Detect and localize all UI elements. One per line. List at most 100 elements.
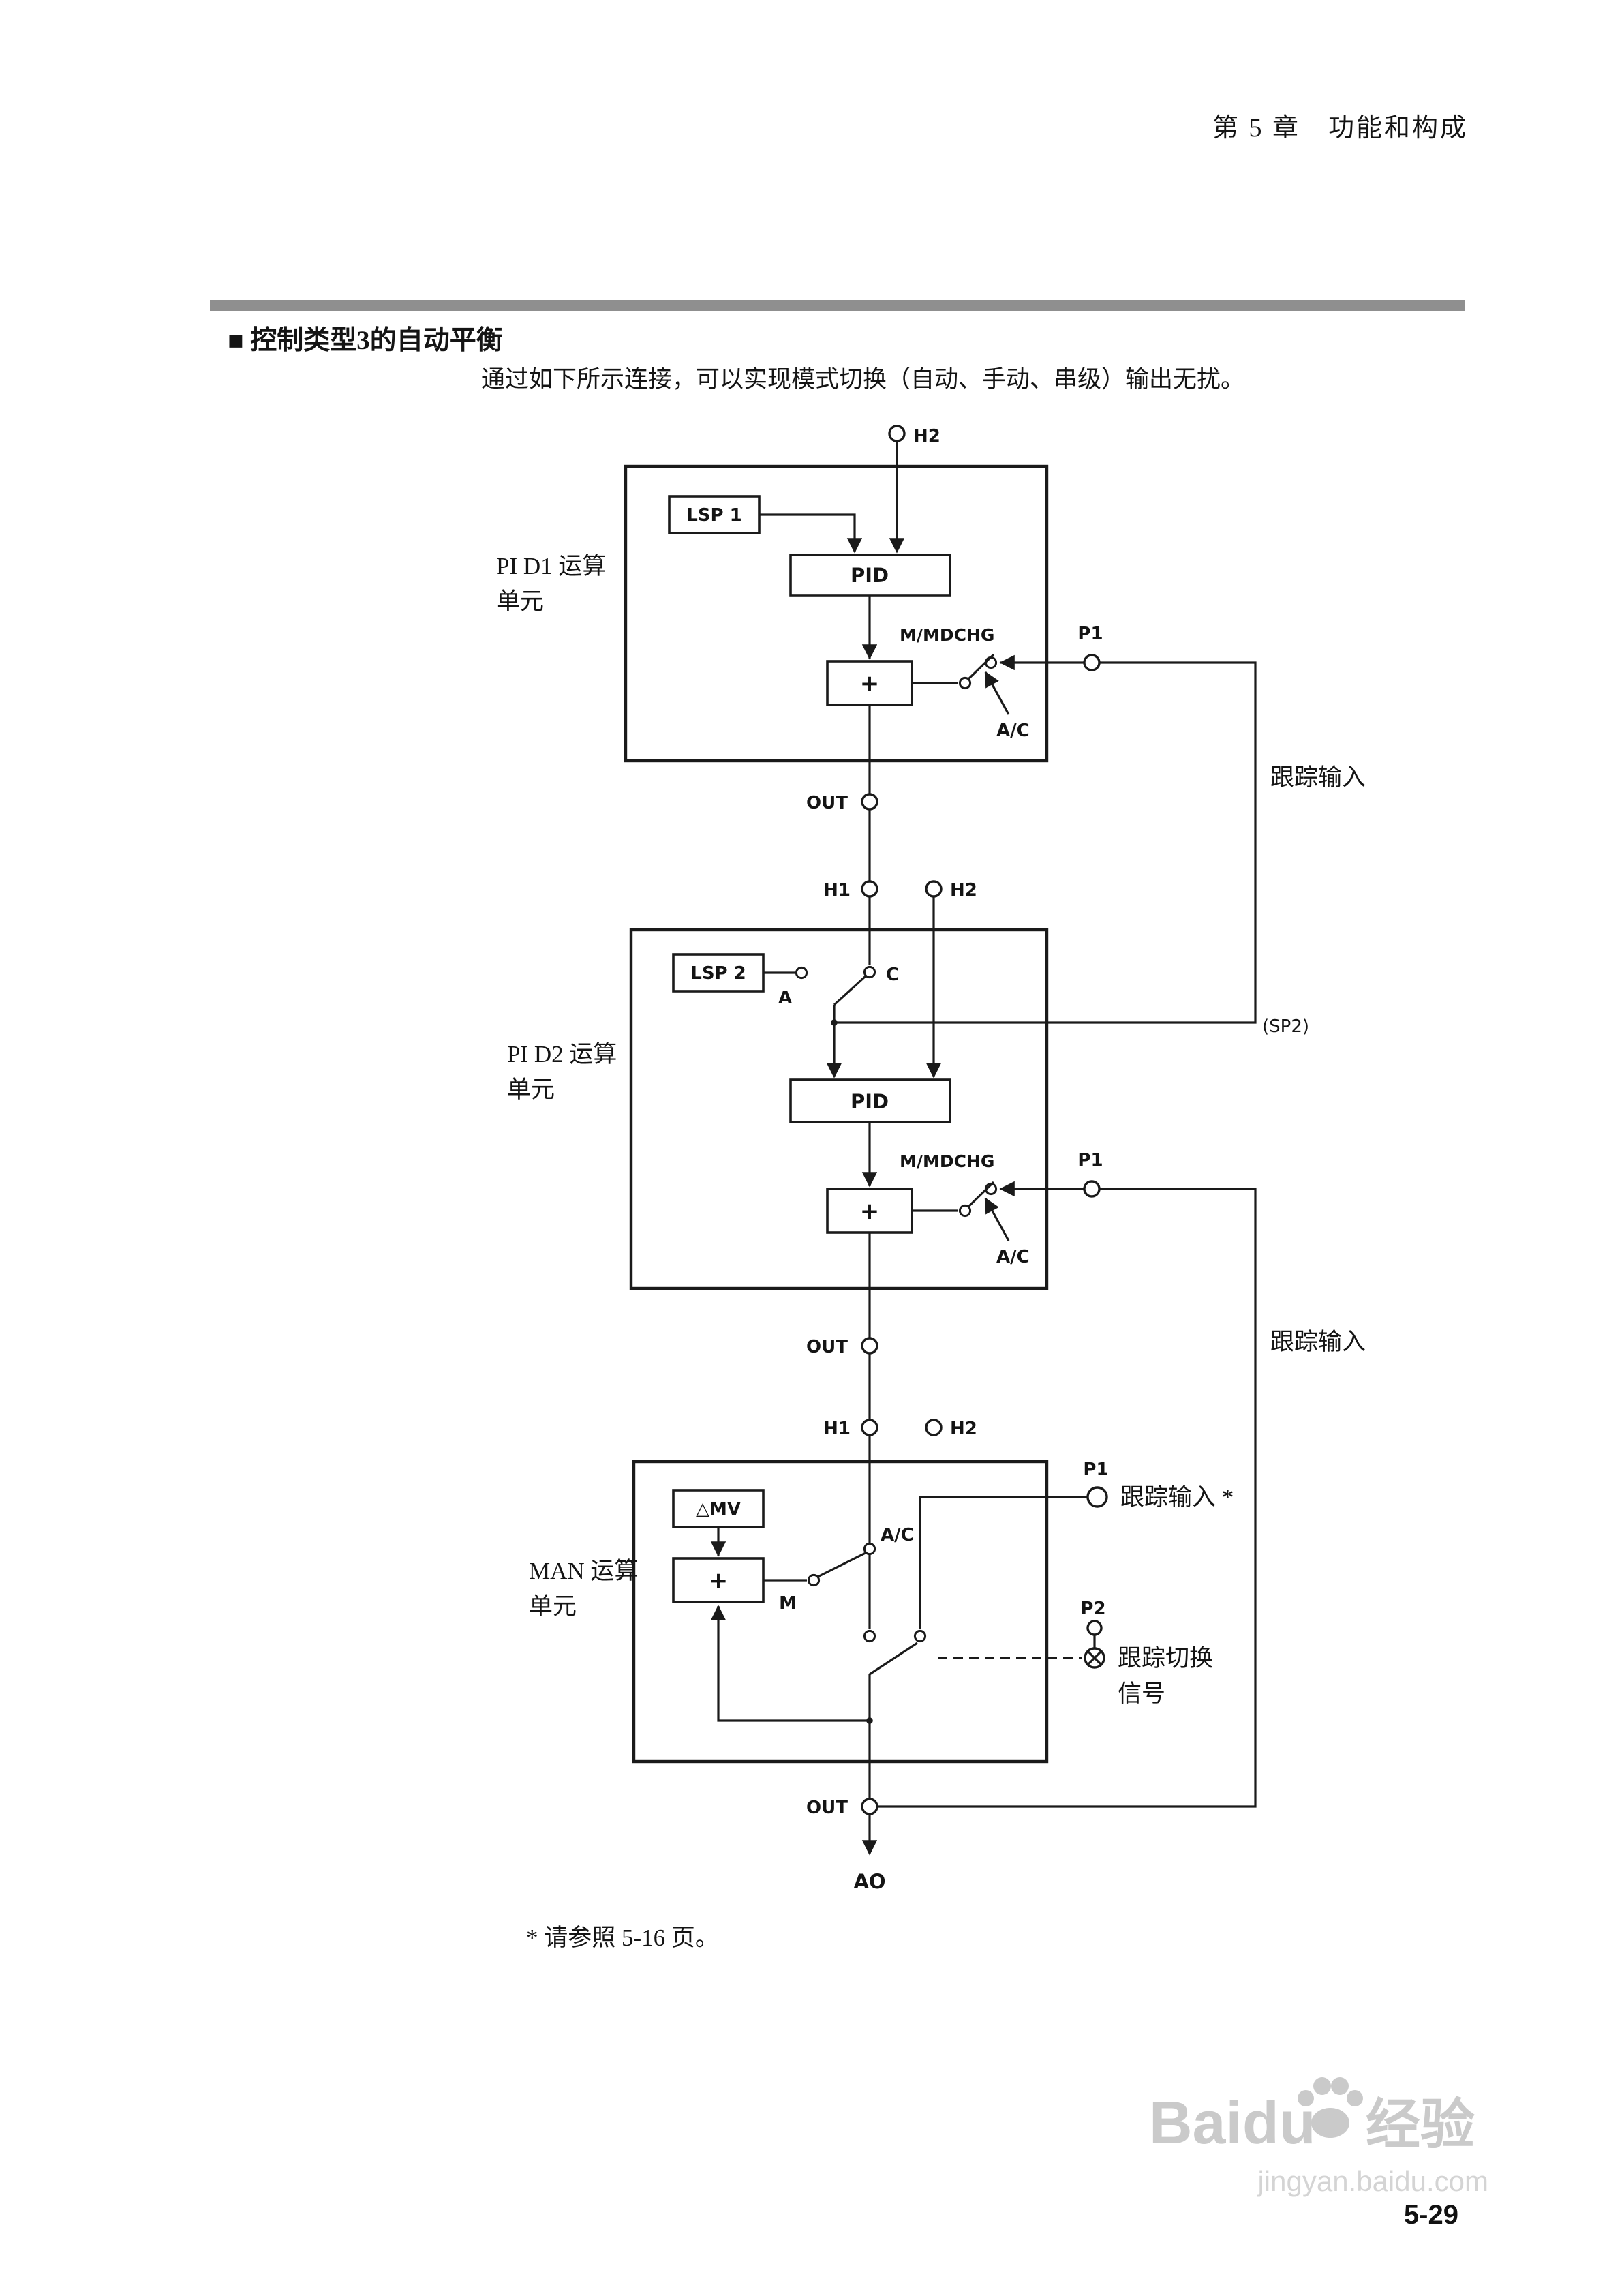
pid2-mdchg-label: M/MDCHG xyxy=(900,1151,994,1171)
pid2-contact-c-label: C xyxy=(886,965,899,985)
pid2-ac-pointer xyxy=(984,1197,1010,1241)
man-unit-label-1: MAN 运算 xyxy=(529,1558,638,1584)
pid2-pid-label: PID xyxy=(851,1090,889,1113)
pid1-ac-label: A/C xyxy=(996,721,1030,741)
track-input-label-1: 跟踪输入 xyxy=(1270,764,1366,791)
pid2-out-terminal: OUT xyxy=(806,1337,878,1357)
section-title: ■ 控制类型3的自动平衡 xyxy=(228,326,503,355)
watermark-url: jingyan.baidu.com xyxy=(1256,2165,1488,2197)
pid2-lsp-box xyxy=(672,953,765,993)
ao-terminal-label: AO xyxy=(853,1870,885,1893)
pid2-switch-arm xyxy=(833,975,867,1006)
pid1-wire-lsp-to-pid xyxy=(759,513,863,554)
man-dmv-block: △MV xyxy=(672,1489,765,1528)
pid2-p1-label: P1 xyxy=(1077,1150,1103,1170)
pid1-sum-box xyxy=(826,660,913,706)
h1-low-circle xyxy=(861,1419,878,1436)
sp2-label: (SP2) xyxy=(1262,1016,1309,1037)
pid2-p1-circle xyxy=(1083,1180,1101,1198)
section-divider-bar xyxy=(210,300,1465,311)
pid2-pid-block: PID xyxy=(789,1078,951,1123)
man-out-terminal: OUT xyxy=(806,1798,878,1818)
pid2-unit-label-2: 单元 xyxy=(507,1076,555,1103)
pid2-unit: PI D2 运算 单元 LSP 2 A C PID + M/MDCHG xyxy=(507,896,1103,1357)
pid1-pid-block: PID xyxy=(789,554,951,597)
pid1-ac-pointer xyxy=(984,671,1010,715)
pid1-sum-block: + xyxy=(826,660,913,706)
pid2-contact-a-label: A xyxy=(778,988,792,1008)
pid2-out-circle xyxy=(861,1337,878,1355)
h2-mid-label: H2 xyxy=(950,880,977,901)
footnote: * 请参照 5-16 页。 xyxy=(526,1924,719,1951)
man-wire-p1-track xyxy=(919,1496,1087,1629)
man-track-switch-arm xyxy=(869,1642,918,1676)
pid1-switch-contact-lower xyxy=(958,676,972,690)
pid1-switch-arm xyxy=(966,653,995,681)
man-p1-note: 跟踪输入 * xyxy=(1120,1484,1234,1511)
pid1-p1-terminal: P1 xyxy=(1077,624,1103,671)
page-header: 第 5 章 功能和构成 xyxy=(1212,114,1468,142)
pid1-pid-box xyxy=(789,554,951,597)
man-unit-box xyxy=(632,1460,1049,1764)
pid1-mode-switch xyxy=(912,653,998,690)
h2-mid-terminal: H2 xyxy=(925,880,977,901)
man-dmv-box xyxy=(672,1489,765,1528)
man-track-contact-track xyxy=(913,1629,927,1643)
h1-low-label: H1 xyxy=(823,1419,851,1439)
watermark-brand-cn: 经验 xyxy=(1366,2096,1475,2156)
pid2-sum-label: + xyxy=(860,1198,880,1225)
man-dmv-label: △MV xyxy=(696,1499,741,1520)
tracking-line-2 xyxy=(877,1188,1257,1808)
pid2-lsp-block: LSP 2 xyxy=(672,953,765,993)
man-track-contact-main xyxy=(863,1629,876,1643)
man-sum-block: + xyxy=(672,1557,765,1603)
man-p2-circle xyxy=(1086,1620,1103,1636)
h1-low-terminal: H1 xyxy=(823,1419,878,1439)
man-p1-terminal: P1 xyxy=(1083,1460,1109,1508)
man-p2-label: P2 xyxy=(1080,1599,1105,1619)
man-out-label: OUT xyxy=(806,1798,848,1818)
pid1-switch-contact-upper xyxy=(984,656,998,669)
man-sum-box xyxy=(672,1557,765,1603)
man-p1-label: P1 xyxy=(1083,1460,1108,1480)
pid2-unit-label-1: PI D2 运算 xyxy=(507,1041,617,1068)
page-number: 5-29 xyxy=(1404,2200,1458,2230)
man-sum-label: + xyxy=(709,1567,729,1595)
pid2-contact-a xyxy=(795,966,808,980)
man-track-switch xyxy=(863,1629,927,1676)
h2-low-label: H2 xyxy=(950,1419,977,1439)
man-p1-circle xyxy=(1086,1486,1108,1508)
man-unit-label-2: 单元 xyxy=(529,1593,577,1620)
pid1-sum-label: + xyxy=(860,670,880,697)
pid1-lsp-label: LSP 1 xyxy=(686,505,742,526)
track-input-label-2: 跟踪输入 xyxy=(1270,1329,1366,1355)
h1-mid-terminal: H1 xyxy=(823,880,878,901)
man-p2-terminal: P2 xyxy=(1080,1599,1106,1669)
h2-mid-circle xyxy=(925,880,943,898)
h2-top-label: H2 xyxy=(913,426,940,447)
pid1-p1-circle xyxy=(1083,654,1101,671)
h1-mid-label: H1 xyxy=(823,880,851,901)
man-unit: MAN 运算 单元 △MV + M A/C xyxy=(529,1435,1087,1799)
man-mode-switch-arm xyxy=(817,1552,866,1578)
baidu-watermark: Baidu 经验 jingyan.baidu.com xyxy=(1149,2077,1488,2197)
man-p2-crossed-circle-icon xyxy=(1084,1647,1105,1669)
man-contact-m xyxy=(807,1573,821,1587)
man-out-circle xyxy=(861,1798,878,1815)
pid1-unit: PI D1 运算 单元 LSP 1 PID + M/MDCHG P1 xyxy=(496,441,1103,813)
pid2-contact-c xyxy=(863,965,876,979)
man-p2-note-2: 信号 xyxy=(1118,1680,1165,1707)
pid2-unit-box xyxy=(629,928,1049,1290)
h2-low-circle xyxy=(925,1419,943,1436)
h2-top-terminal: H2 xyxy=(888,425,940,447)
tracking-line-1 xyxy=(834,661,1257,1024)
pid2-switch-contact-lower xyxy=(958,1204,972,1218)
pid1-unit-box xyxy=(624,464,1049,763)
h2-low-terminal: H2 xyxy=(925,1419,977,1439)
pid1-out-circle xyxy=(861,793,878,811)
pid1-mdchg-label: M/MDCHG xyxy=(900,625,994,645)
man-mode-switch xyxy=(807,1542,876,1587)
